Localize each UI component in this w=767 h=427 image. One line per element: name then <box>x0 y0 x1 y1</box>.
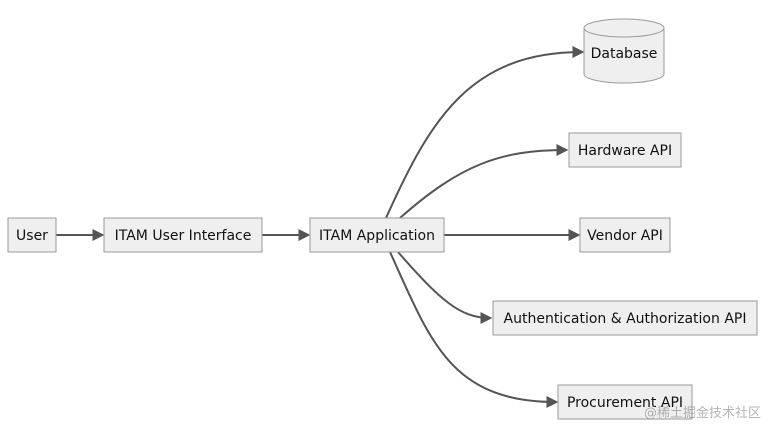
node-database[interactable]: Database <box>583 18 665 84</box>
node-procurement-api-label: Procurement API <box>567 395 683 411</box>
edge-itam-app-to-database <box>385 46 585 219</box>
node-user[interactable]: User <box>7 217 57 253</box>
node-hardware-api-label: Hardware API <box>578 143 672 159</box>
node-auth-api-label: Authentication & Authorization API <box>504 311 747 327</box>
node-vendor-api-label: Vendor API <box>587 228 663 244</box>
node-itam-app-label: ITAM Application <box>319 228 435 244</box>
node-auth-api[interactable]: Authentication & Authorization API <box>492 300 758 336</box>
node-vendor-api[interactable]: Vendor API <box>579 217 671 253</box>
node-itam-ui[interactable]: ITAM User Interface <box>103 217 263 253</box>
watermark-text: @稀土掘金技术社区 <box>643 406 761 421</box>
edge-itam-app-to-auth-api <box>397 251 493 324</box>
node-itam-ui-label: ITAM User Interface <box>115 228 252 244</box>
node-procurement-api[interactable]: Procurement API <box>557 384 693 420</box>
node-itam-app[interactable]: ITAM Application <box>309 217 445 253</box>
edge-itam-app-to-hardware-api <box>399 144 569 219</box>
edge-itam-app-to-procurement-api <box>389 251 559 408</box>
node-hardware-api[interactable]: Hardware API <box>568 132 682 168</box>
node-user-label: User <box>16 228 48 244</box>
node-database-label: Database <box>591 46 658 62</box>
edges <box>56 46 585 408</box>
database-cylinder-icon <box>583 18 665 84</box>
